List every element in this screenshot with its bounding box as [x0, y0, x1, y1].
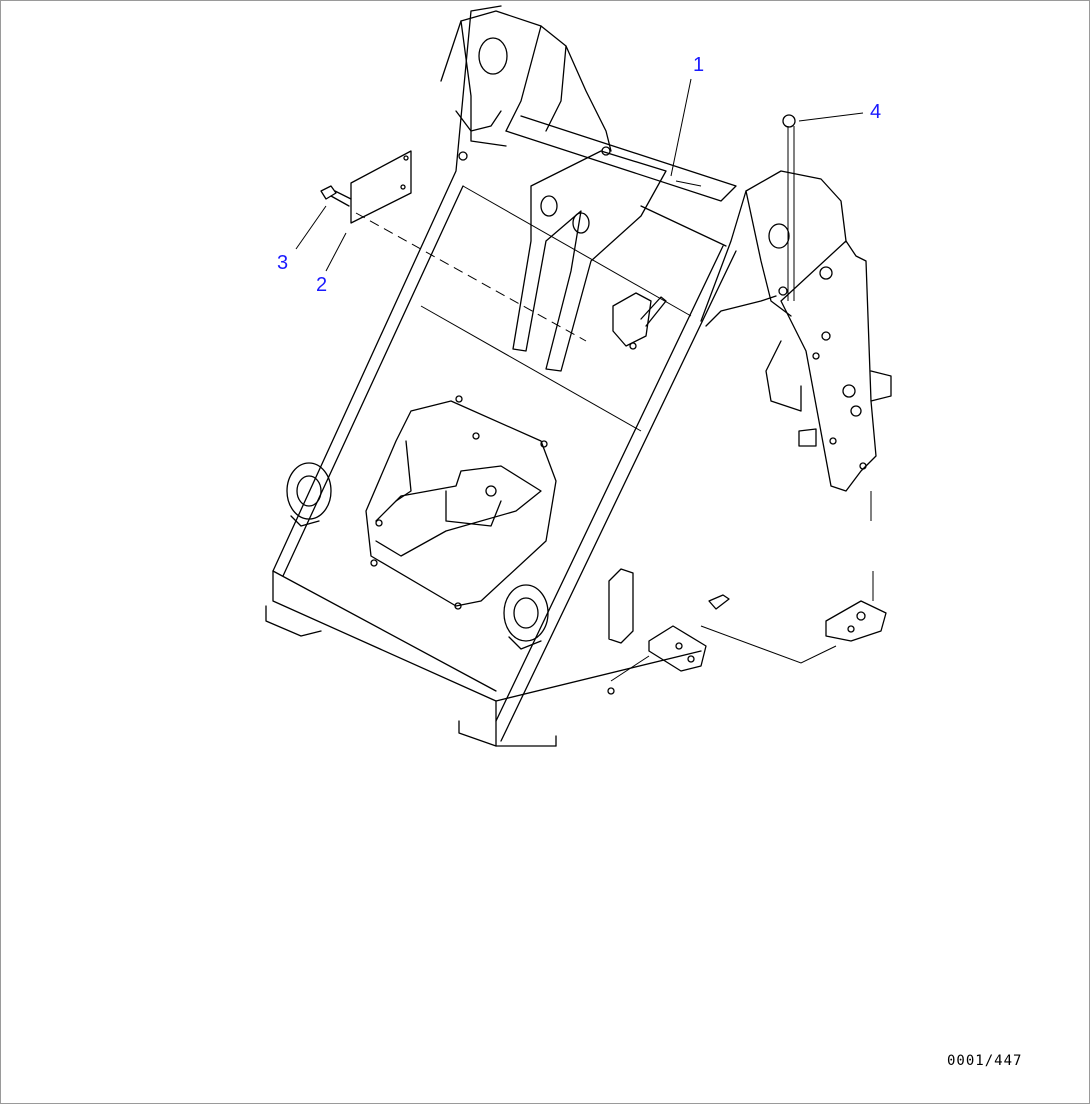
callout-3: 3	[277, 252, 288, 274]
callout-2: 2	[316, 274, 327, 296]
part-3-bolt	[320, 185, 352, 207]
leader-3	[295, 205, 327, 250]
leader-4	[798, 112, 864, 122]
lower-bracket	[607, 568, 730, 695]
alignment-lines	[355, 126, 837, 682]
right-lower-plate	[825, 491, 887, 642]
left-tower	[440, 10, 612, 161]
callout-1: 1	[693, 54, 704, 76]
slope-bracket	[612, 292, 667, 350]
center-arms	[512, 146, 667, 372]
leader-lines	[295, 78, 864, 272]
part-4-nut	[782, 114, 796, 128]
leader-1	[670, 78, 692, 177]
right-tower	[700, 170, 892, 492]
inspection-opening	[365, 395, 557, 610]
callout-4: 4	[870, 101, 881, 123]
part-2-plate	[350, 150, 412, 224]
side-bosses	[286, 462, 549, 650]
main-frame	[265, 5, 737, 747]
leader-2	[325, 232, 347, 272]
drawing-code: 0001/447	[947, 1053, 1022, 1069]
